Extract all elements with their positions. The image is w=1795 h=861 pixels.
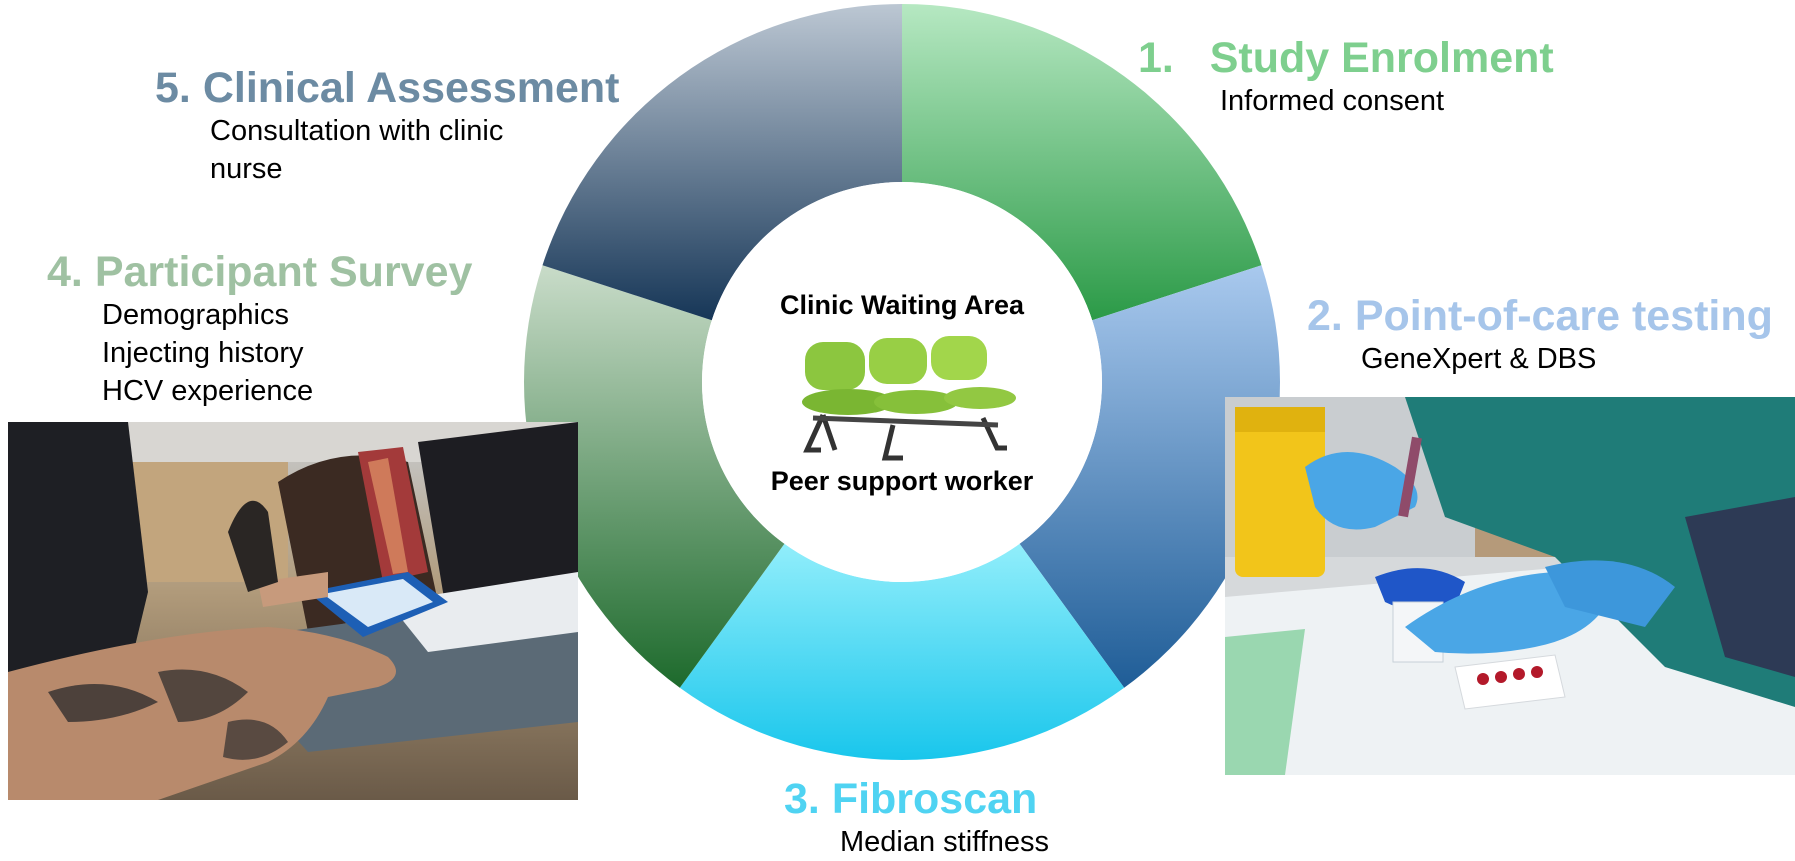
step-1-details: Informed consent <box>1138 82 1554 120</box>
step-2-title: 2. Point-of-care testing <box>1307 292 1773 340</box>
ring-segment-2 <box>1019 265 1281 688</box>
ring-segment-5 <box>542 4 902 321</box>
step-4-detail-1: Demographics <box>102 299 289 331</box>
step-1-label: Study Enrolment <box>1209 34 1554 82</box>
ring-segment-1 <box>902 4 1262 321</box>
step-1-title: 1. Study Enrolment <box>1138 34 1554 82</box>
step-3-number: 3. <box>784 775 820 823</box>
step-5-title: 5. Clinical Assessment <box>155 64 619 112</box>
step-2-label: Point-of-care testing <box>1354 292 1773 340</box>
step-5-details: Consultation with clinic nurse <box>155 112 619 188</box>
step-3-detail: Median stiffness <box>840 826 1050 858</box>
step-5-label: Clinical Assessment <box>202 64 620 112</box>
step-4-number: 4. <box>47 248 83 296</box>
center-subtitle: Peer support worker <box>770 466 1034 496</box>
center-title: Clinic Waiting Area <box>779 290 1025 320</box>
blood-sample-testing-photo <box>1225 397 1795 775</box>
step-3: 3. Fibroscan Median stiffness <box>784 775 1049 861</box>
step-2-details: GeneXpert & DBS <box>1307 340 1773 378</box>
step-5-detail-2: nurse <box>210 153 283 185</box>
step-4-detail-2: Injecting history <box>102 337 304 369</box>
step-1-detail: Informed consent <box>1220 85 1445 117</box>
step-5-detail-1: Consultation with clinic <box>210 115 504 147</box>
step-3-label: Fibroscan <box>831 775 1038 823</box>
ring-segment-4 <box>523 265 785 688</box>
waiting-chairs-icon <box>802 336 1016 461</box>
step-2-number: 2. <box>1307 292 1343 340</box>
step-5-number: 5. <box>155 64 191 112</box>
step-4-label: Participant Survey <box>94 248 473 296</box>
step-4-detail-3: HCV experience <box>102 375 314 407</box>
point-of-care-tablet-photo <box>8 422 578 800</box>
step-3-details: Median stiffness <box>784 823 1049 861</box>
step-4: 4. Participant Survey Demographics Injec… <box>47 248 472 410</box>
step-5: 5. Clinical Assessment Consultation with… <box>155 64 619 188</box>
step-2: 2. Point-of-care testing GeneXpert & DBS <box>1307 292 1773 378</box>
step-4-details: Demographics Injecting history HCV exper… <box>47 296 472 410</box>
step-1-number: 1. <box>1138 34 1174 82</box>
step-3-title: 3. Fibroscan <box>784 775 1049 823</box>
step-1: 1. Study Enrolment Informed consent <box>1138 34 1554 120</box>
step-2-detail: GeneXpert & DBS <box>1361 343 1597 375</box>
step-4-title: 4. Participant Survey <box>47 248 472 296</box>
ring-segment-3 <box>679 543 1125 760</box>
